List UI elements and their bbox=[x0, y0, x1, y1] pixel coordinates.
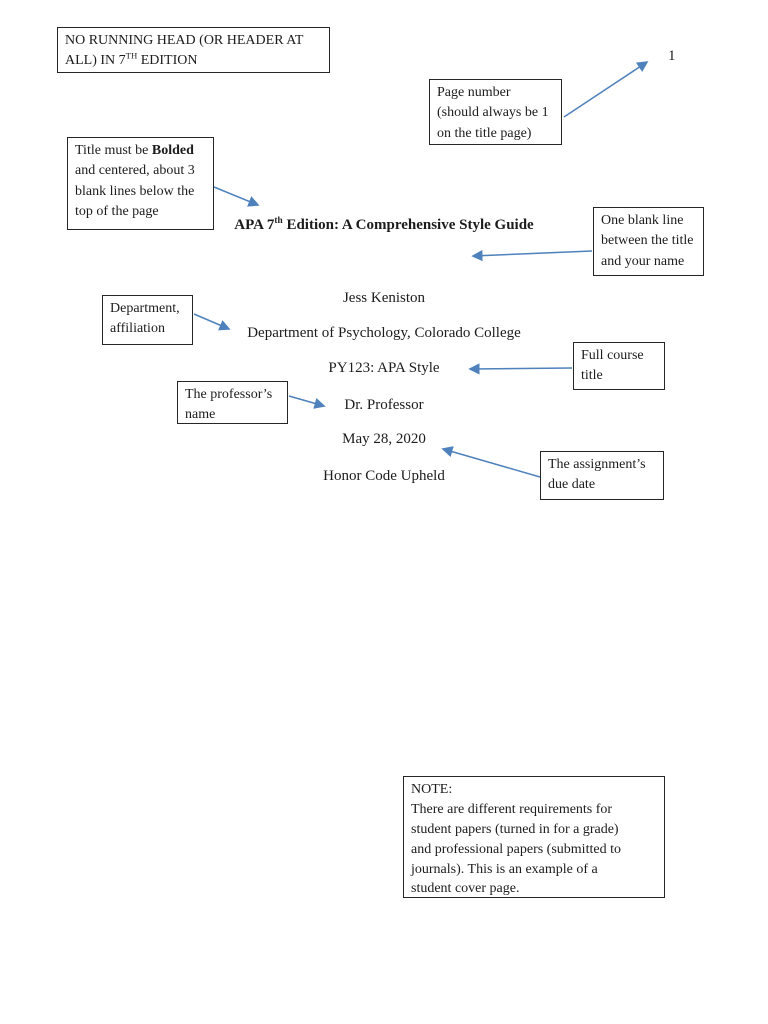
due-date: May 28, 2020 bbox=[342, 431, 426, 447]
callout-line: NO RUNNING HEAD (OR HEADER AT bbox=[65, 33, 304, 48]
page-number: 1 bbox=[668, 48, 676, 64]
callout-text-superscript: TH bbox=[125, 50, 138, 61]
callout-line: ALL) IN 7TH EDITION bbox=[65, 51, 322, 71]
callout-line: Department, bbox=[110, 301, 180, 316]
callout-line: Page number bbox=[437, 85, 511, 100]
document-title: APA 7th Edition: A Comprehensive Style G… bbox=[0, 216, 768, 236]
arrow-title bbox=[213, 186, 260, 207]
callout-line: affiliation bbox=[110, 321, 165, 337]
callout-line: on the title page) bbox=[437, 125, 532, 141]
note-line: student papers (turned in for a grade) bbox=[411, 821, 619, 837]
callout-note-box: NOTE: There are different requirements f… bbox=[403, 776, 665, 898]
note-line: journals). This is an example of a bbox=[411, 861, 598, 877]
callout-no-running-head: NO RUNNING HEAD (OR HEADER AT ALL) IN 7T… bbox=[57, 27, 330, 73]
callout-line: (should always be 1 bbox=[437, 105, 549, 121]
callout-page-number-note: Page number (should always be 1 on the t… bbox=[429, 79, 562, 145]
callout-line: due date bbox=[548, 477, 596, 493]
note-line: and professional papers (submitted to bbox=[411, 841, 621, 857]
arrow-page-number bbox=[563, 61, 649, 118]
callout-text-bold: Bolded bbox=[151, 143, 194, 158]
professor-name: Dr. Professor bbox=[344, 397, 424, 413]
callout-line: Full course bbox=[581, 348, 644, 363]
callout-professor-note: The professor’s name bbox=[177, 381, 288, 424]
callout-line: and centered, about 3 bbox=[75, 163, 195, 179]
note-heading: NOTE: bbox=[411, 782, 453, 797]
callout-line: between the title bbox=[601, 233, 694, 249]
callout-title-note: Title must be Bolded and centered, about… bbox=[67, 137, 214, 230]
callout-text-part: EDITION bbox=[137, 53, 198, 69]
author-name: Jess Keniston bbox=[342, 290, 426, 306]
honor-code: Honor Code Upheld bbox=[323, 468, 445, 484]
callout-line: blank lines below the bbox=[75, 183, 195, 199]
callout-line: The professor’s bbox=[185, 387, 273, 402]
course-title: PY123: APA Style bbox=[328, 360, 440, 376]
title-text-part: Edition: A Comprehensive Style Guide bbox=[282, 217, 534, 233]
callout-text-part: ALL) IN 7 bbox=[65, 53, 126, 69]
arrow-blank-line bbox=[471, 249, 593, 262]
callout-due-date-note: The assignment’s due date bbox=[540, 451, 664, 500]
callout-line: title bbox=[581, 368, 603, 384]
title-text-part: APA 7 bbox=[234, 217, 275, 233]
author-affiliation: Department of Psychology, Colorado Colle… bbox=[247, 325, 521, 341]
note-line: There are different requirements for bbox=[411, 801, 613, 817]
callout-line: name bbox=[185, 407, 216, 423]
callout-course-note: Full course title bbox=[573, 342, 665, 390]
callout-line: The assignment’s bbox=[548, 457, 646, 472]
callout-line: and your name bbox=[601, 253, 685, 269]
note-line: student cover page. bbox=[411, 881, 520, 897]
callout-line: top of the page bbox=[75, 203, 159, 219]
callout-line: One blank line bbox=[601, 213, 684, 228]
title-superscript: th bbox=[274, 216, 283, 226]
callout-department-note: Department, affiliation bbox=[102, 295, 193, 345]
callout-line: Title must be Bolded bbox=[75, 141, 206, 161]
callout-blank-line-note: One blank line between the title and you… bbox=[593, 207, 704, 276]
callout-text-part: Title must be bbox=[75, 143, 152, 158]
